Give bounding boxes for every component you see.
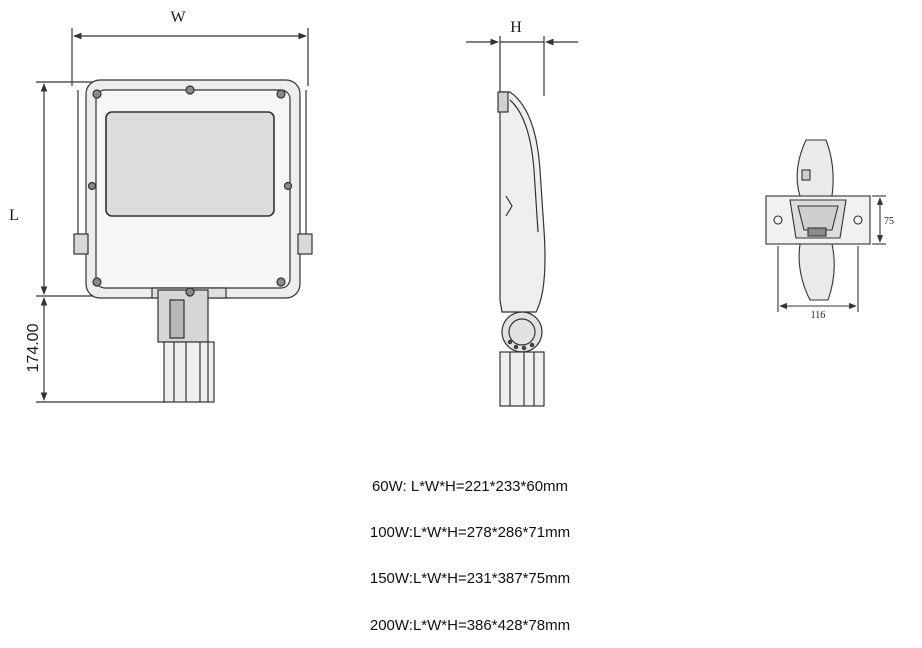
mount-hole-icon (853, 215, 863, 225)
spec-line-100w: 100W:L*W*H=278*286*71mm (369, 524, 571, 541)
length-label: L (9, 207, 19, 224)
side-ear-right (297, 233, 313, 255)
side-stem (499, 351, 545, 407)
bracket-stem (163, 341, 215, 403)
height-label: H (510, 19, 522, 36)
screw-icon (283, 181, 293, 191)
led-window (105, 111, 275, 217)
screw-icon (87, 181, 97, 191)
front-view (36, 28, 313, 403)
mount-hole-icon (773, 215, 783, 225)
bracket-detail-view (765, 139, 886, 312)
side-ear-left (73, 233, 89, 255)
screw-icon (92, 277, 102, 287)
screw-icon (92, 89, 102, 99)
side-joint (501, 311, 543, 353)
spec-line-60w: 60W: L*W*H=221*233*60mm (371, 478, 569, 495)
spec-line-150w: 150W:L*W*H=231*387*75mm (369, 570, 571, 587)
side-body (499, 91, 546, 313)
screw-icon (185, 85, 195, 95)
screw-icon (276, 277, 286, 287)
spec-line-200w: 200W:L*W*H=386*428*78mm (369, 617, 571, 634)
side-height-label: 75 (884, 216, 894, 227)
side-width-label: 116 (811, 310, 826, 321)
bracket-length-label: 174.00 (25, 323, 42, 372)
side-view (466, 36, 578, 407)
width-label: W (170, 9, 186, 26)
screw-icon (276, 89, 286, 99)
technical-drawing: W L 174.00 H (9, 9, 894, 407)
